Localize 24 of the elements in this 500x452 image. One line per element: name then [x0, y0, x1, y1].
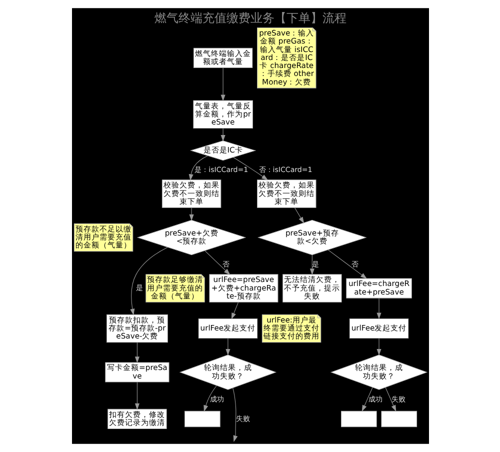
- arrow: [230, 302, 238, 320]
- arrow: [376, 338, 381, 356]
- arrow: [220, 128, 225, 142]
- arrow: [327, 250, 367, 279]
- arrow: [232, 388, 238, 442]
- node-box: [380, 410, 417, 428]
- arrow: [220, 68, 225, 102]
- node-box: [340, 410, 376, 428]
- arrow: [130, 246, 168, 316]
- arrow: [294, 208, 304, 224]
- node-box: [184, 410, 220, 428]
- arrow: [384, 387, 396, 412]
- arrow: [232, 157, 268, 180]
- arrow: [203, 386, 216, 412]
- diagram-title: 燃气终端充值缴费业务【下单】流程: [154, 11, 346, 26]
- arrow: [204, 250, 230, 275]
- arrow: [225, 338, 230, 356]
- arrow: [309, 254, 314, 276]
- arrow: [188, 208, 194, 221]
- arrow: [134, 382, 139, 410]
- arrow: [361, 387, 372, 412]
- arrow: [188, 156, 208, 181]
- arrow: [376, 298, 381, 320]
- arrow: [134, 342, 139, 364]
